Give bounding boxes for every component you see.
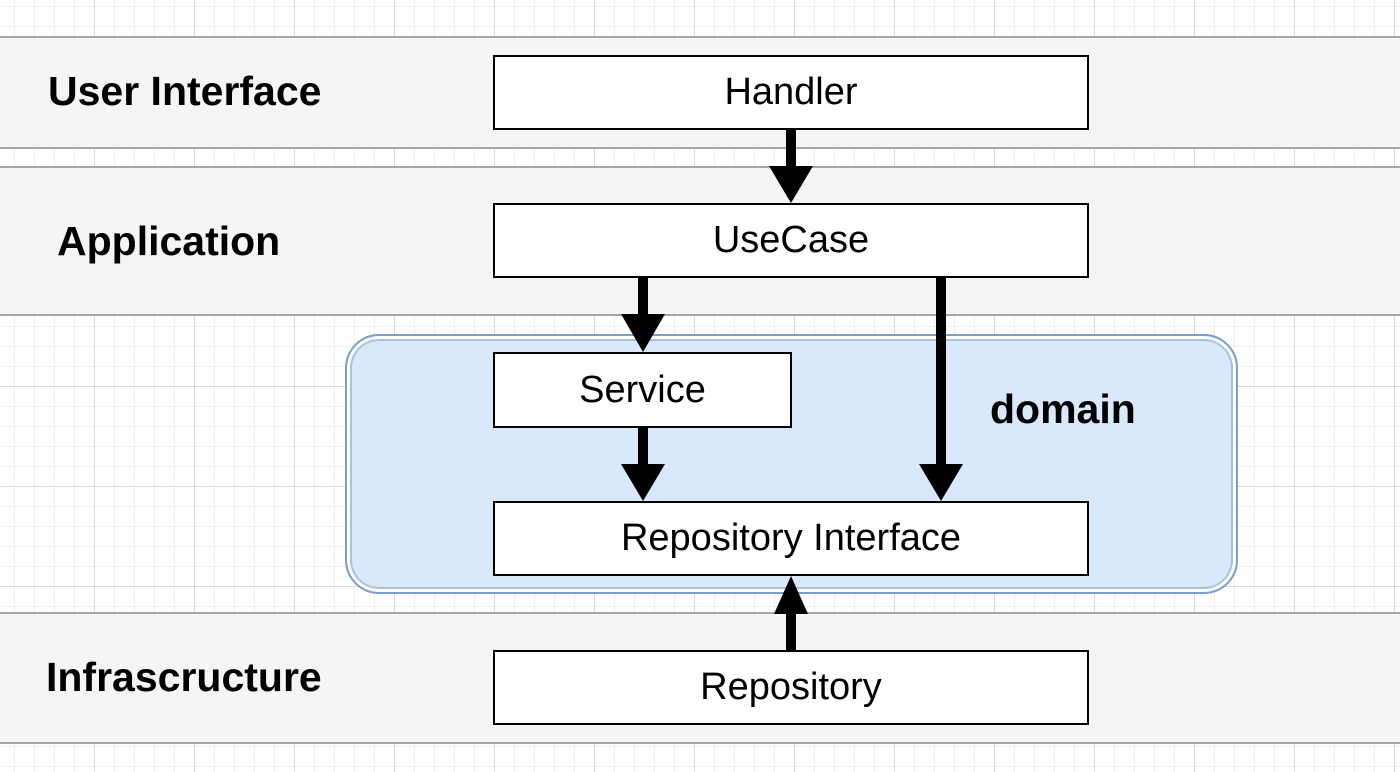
- repository-node[interactable]: Repository: [493, 650, 1089, 725]
- application-layer-label: Application: [57, 218, 281, 264]
- infrastructure-layer-label: Infrascructure: [46, 654, 322, 700]
- handler-node[interactable]: Handler: [493, 55, 1089, 130]
- user-interface-layer-label: User Interface: [48, 68, 322, 114]
- service-node[interactable]: Service: [493, 352, 792, 428]
- usecase-node[interactable]: UseCase: [493, 203, 1089, 278]
- repository-interface-node[interactable]: Repository Interface: [493, 501, 1089, 576]
- domain-label: domain: [990, 386, 1136, 432]
